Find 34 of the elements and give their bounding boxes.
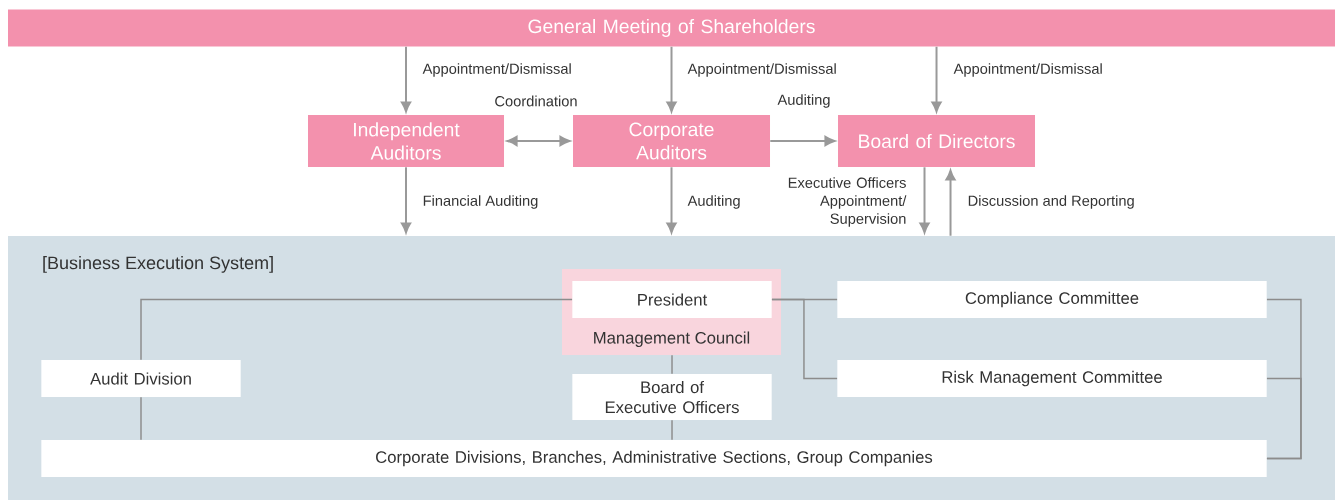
edge-label: Auditing [687,195,740,209]
arrow [666,45,677,113]
connector-line [140,396,142,441]
arrow [769,135,836,147]
edge-label: Auditing [777,94,830,108]
arrow [400,45,412,113]
arrow [506,135,571,147]
process-box: President [572,281,772,318]
connector-line [671,354,673,375]
arrow [400,166,412,234]
process-box: Compliance Committee [837,281,1267,318]
edge-label: Coordination [495,95,577,107]
connector-line [140,298,573,361]
arrow [931,45,942,113]
edge-label: Appointment/Dismissal [953,63,1102,77]
arrow [919,166,930,234]
edge-label: Appointment/Dismissal [422,63,571,77]
process-box: Board of Directors [838,115,1035,167]
arrow [945,169,956,237]
process-box: Audit Division [41,360,241,397]
edge-label: Financial Auditing [423,195,538,209]
edge-label: Appointment/Dismissal [687,63,836,77]
connector-line [771,298,838,380]
process-box: Risk Management Committee [837,360,1267,397]
arrow [666,166,677,234]
connector-line [671,419,673,441]
process-box: Independent Auditors [308,115,504,167]
process-box: Board of Executive Officers [572,374,772,420]
process-box: Corporate Divisions, Branches, Administrative Sections, Group Companies [41,440,1267,477]
connector-line [1266,377,1302,460]
edge-label: Discussion and Reporting [968,195,1134,209]
process-box: Corporate Auditors [573,115,770,167]
header-band: General Meeting of Shareholders [8,9,1335,47]
edge-label: Executive Officers Appointment/ Supervision [788,177,907,227]
